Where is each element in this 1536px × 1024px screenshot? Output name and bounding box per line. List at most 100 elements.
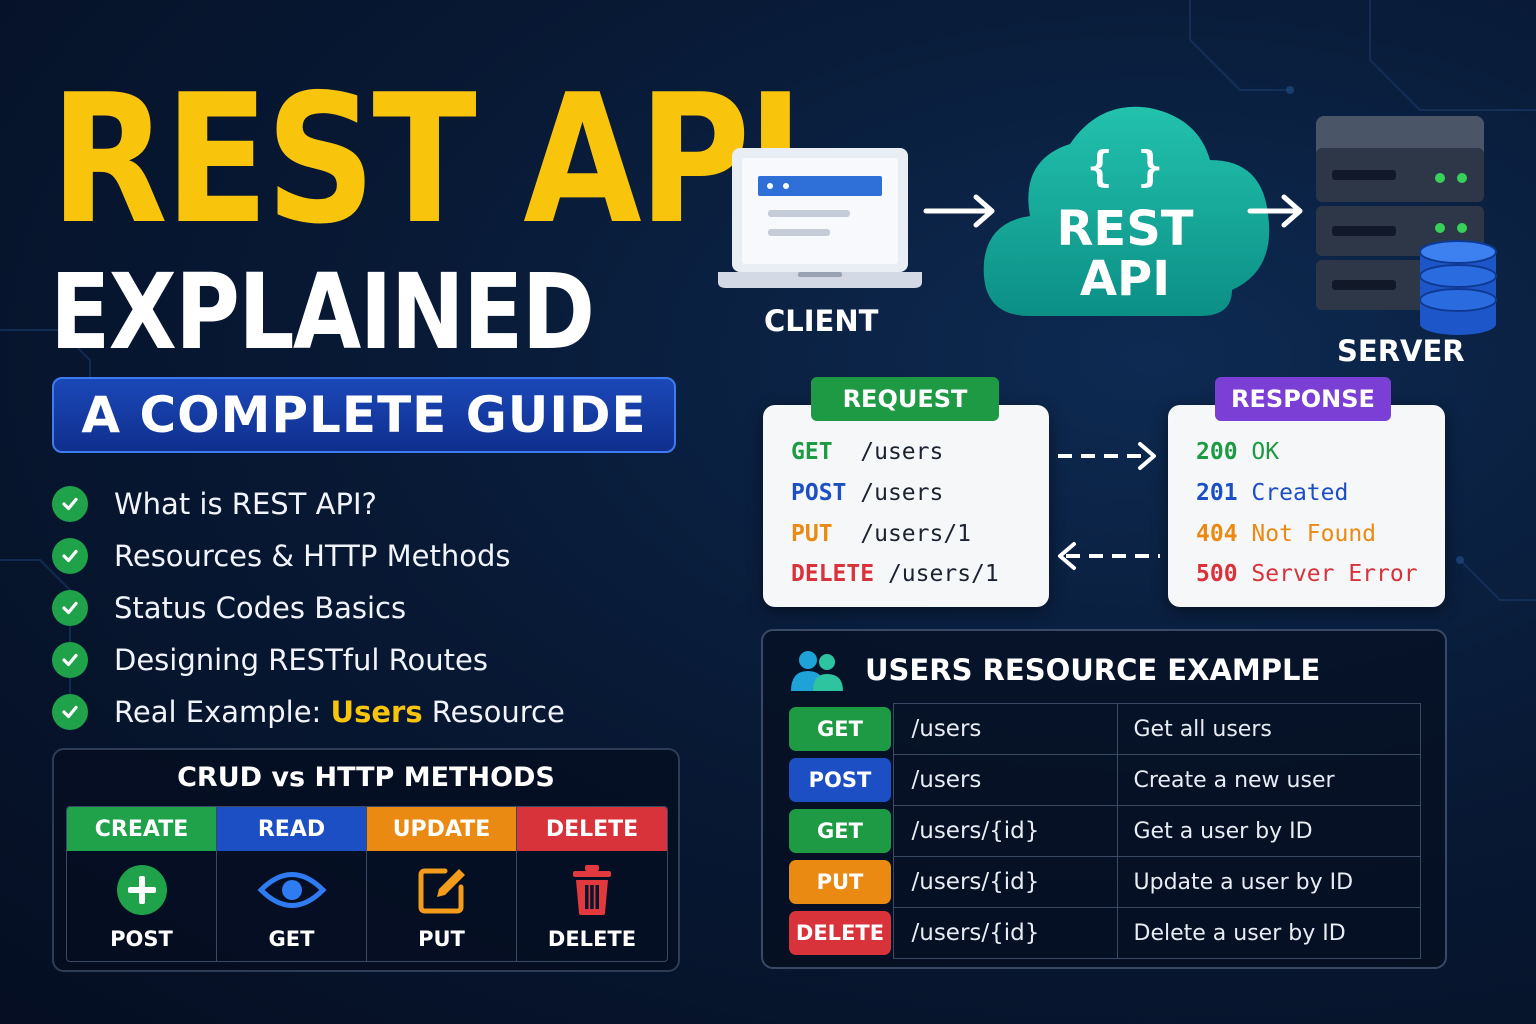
users-icon xyxy=(789,649,845,697)
crud-column-read: READ GET xyxy=(217,807,367,961)
response-text: Created xyxy=(1251,480,1349,506)
request-method: GET xyxy=(791,439,833,465)
response-tag: RESPONSE xyxy=(1215,377,1391,421)
request-line: GET /users xyxy=(791,439,943,465)
route-description: Update a user by ID xyxy=(1116,856,1421,908)
route-description: Create a new user xyxy=(1116,754,1421,806)
crud-method-delete: DELETE xyxy=(547,927,637,951)
feature-text: Resources & HTTP Methods xyxy=(114,539,511,573)
database-icon xyxy=(1419,240,1497,335)
route-path: /users/{id} xyxy=(892,856,1117,908)
table-row: PUT /users/{id} Update a user by ID xyxy=(789,856,1421,908)
request-method: DELETE xyxy=(791,561,875,587)
check-icon xyxy=(52,694,88,730)
crud-grid: CREATE POST READ GET UPDATE PUT DELETE xyxy=(66,806,668,962)
crud-column-delete: DELETE DELETE xyxy=(517,807,667,961)
feature-text: Status Codes Basics xyxy=(114,591,407,625)
feature-suffix: Resource xyxy=(422,695,565,729)
response-code: 200 xyxy=(1196,439,1238,465)
crud-op-delete: DELETE xyxy=(517,807,667,851)
request-line: DELETE /users/1 xyxy=(791,561,999,587)
route-description: Get all users xyxy=(1116,703,1421,755)
dashed-arrows xyxy=(1058,442,1160,570)
users-resource-title: USERS RESOURCE EXAMPLE xyxy=(865,653,1321,687)
response-line: 404 Not Found xyxy=(1196,521,1376,547)
route-path: /users/{id} xyxy=(892,805,1117,857)
route-path: /users xyxy=(892,754,1117,806)
server-label: SERVER xyxy=(1337,334,1465,368)
cloud-braces: { } xyxy=(1087,142,1163,191)
feature-item: Real Example: Users Resource xyxy=(52,686,692,738)
feature-item: Resources & HTTP Methods xyxy=(52,530,692,582)
request-line: POST /users xyxy=(791,480,943,506)
response-line: 500 Server Error xyxy=(1196,561,1418,587)
arrow-right-icon xyxy=(1247,194,1303,228)
main-subtitle: EXPLAINED xyxy=(50,251,595,373)
response-line: 201 Created xyxy=(1196,480,1348,506)
guide-banner: A COMPLETE GUIDE xyxy=(52,377,676,453)
crud-panel: CRUD vs HTTP METHODS CREATE POST READ GE… xyxy=(52,748,680,972)
users-resource-table: GET /users Get all users POST /users Cre… xyxy=(789,703,1421,959)
method-pill: GET xyxy=(789,707,891,751)
request-path: /users xyxy=(860,480,944,506)
response-code: 404 xyxy=(1196,521,1238,547)
check-icon xyxy=(52,538,88,574)
request-card: GET /users POST /users PUT /users/1 DELE… xyxy=(763,405,1049,607)
crud-column-update: UPDATE PUT xyxy=(367,807,517,961)
flow-diagram xyxy=(718,106,1497,335)
edit-icon xyxy=(415,863,469,917)
response-text: Not Found xyxy=(1251,521,1377,547)
method-pill: PUT xyxy=(789,860,891,904)
crud-op-read: READ xyxy=(217,807,366,851)
feature-text: Designing RESTful Routes xyxy=(114,643,488,677)
route-description: Delete a user by ID xyxy=(1116,907,1421,959)
feature-text: Real Example: Users Resource xyxy=(114,695,565,729)
crud-column-create: CREATE POST xyxy=(67,807,217,961)
method-pill: DELETE xyxy=(789,911,891,955)
client-label: CLIENT xyxy=(764,304,879,338)
response-code: 500 xyxy=(1196,561,1238,587)
crud-op-update: UPDATE xyxy=(367,807,516,851)
users-resource-panel: USERS RESOURCE EXAMPLE GET /users Get al… xyxy=(761,629,1447,969)
response-text: Server Error xyxy=(1251,561,1418,587)
request-path: /users/1 xyxy=(887,561,999,587)
request-method: POST xyxy=(791,480,847,506)
method-pill: GET xyxy=(789,809,891,853)
crud-method-get: GET xyxy=(268,927,315,951)
feature-item: What is REST API? xyxy=(52,478,692,530)
arrow-right-icon xyxy=(923,194,995,228)
cloud-label-line2: API xyxy=(1079,251,1171,307)
route-path: /users xyxy=(892,703,1117,755)
trash-icon xyxy=(565,863,619,917)
eye-icon xyxy=(256,863,327,917)
crud-title: CRUD vs HTTP METHODS xyxy=(177,762,555,793)
response-card: 200 OK 201 Created 404 Not Found 500 Ser… xyxy=(1168,405,1445,607)
request-path: /users/1 xyxy=(860,521,972,547)
arrow-right-icon xyxy=(1058,442,1156,470)
crud-op-create: CREATE xyxy=(67,807,216,851)
crud-method-post: POST xyxy=(110,927,173,951)
check-icon xyxy=(52,590,88,626)
response-text: OK xyxy=(1251,439,1280,465)
plus-circle-icon xyxy=(115,863,169,917)
request-tag: REQUEST xyxy=(811,377,999,421)
cloud-icon xyxy=(983,106,1270,316)
response-line: 200 OK xyxy=(1196,439,1279,465)
feature-text: What is REST API? xyxy=(114,487,377,521)
request-method: PUT xyxy=(791,521,833,547)
table-row: DELETE /users/{id} Delete a user by ID xyxy=(789,907,1421,959)
feature-list: What is REST API? Resources & HTTP Metho… xyxy=(52,478,692,738)
request-line: PUT /users/1 xyxy=(791,521,971,547)
route-path: /users/{id} xyxy=(892,907,1117,959)
crud-method-put: PUT xyxy=(418,927,465,951)
table-row: GET /users/{id} Get a user by ID xyxy=(789,805,1421,857)
guide-banner-text: A COMPLETE GUIDE xyxy=(81,386,647,444)
check-icon xyxy=(52,642,88,678)
method-pill: POST xyxy=(789,758,891,802)
check-icon xyxy=(52,486,88,522)
route-description: Get a user by ID xyxy=(1116,805,1421,857)
cloud-label-line1: REST xyxy=(1056,201,1194,257)
arrow-left-icon xyxy=(1058,542,1160,570)
feature-prefix: Real Example: xyxy=(114,695,331,729)
feature-item: Designing RESTful Routes xyxy=(52,634,692,686)
